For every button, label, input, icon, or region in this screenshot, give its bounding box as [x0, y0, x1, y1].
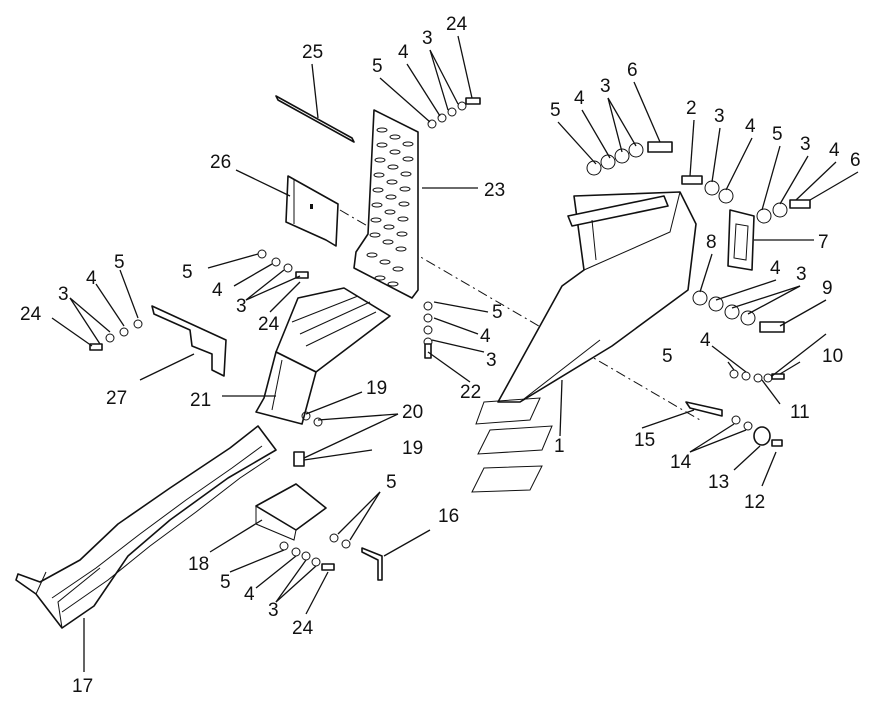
label-4: 4 [745, 116, 756, 137]
label-5: 5 [492, 302, 503, 323]
part-27-bracket [151, 305, 227, 377]
label-24: 24 [258, 314, 280, 335]
label-4: 4 [86, 268, 97, 289]
part-12-bolt [771, 439, 783, 447]
label-26: 26 [210, 152, 231, 173]
label-4: 4 [574, 88, 585, 109]
label-5: 5 [114, 252, 125, 273]
label-12: 12 [744, 492, 765, 513]
label-2: 2 [686, 98, 697, 119]
part-23-step-plate [353, 109, 419, 299]
label-24: 24 [20, 304, 42, 325]
label-5: 5 [550, 100, 561, 121]
label-3: 3 [58, 284, 69, 305]
label-19: 19 [402, 438, 423, 459]
label-5: 5 [772, 124, 783, 145]
label-4: 4 [244, 584, 255, 605]
label-20: 20 [402, 402, 423, 423]
part-18-bracket [255, 483, 327, 541]
label-1: 1 [554, 436, 565, 457]
label-3: 3 [236, 296, 247, 317]
label-4: 4 [700, 330, 711, 351]
part-1-frame [497, 191, 697, 403]
label-22: 22 [460, 382, 481, 403]
part-15-strip [685, 401, 723, 417]
part-26-bracket [285, 175, 339, 247]
label-4: 4 [398, 42, 409, 63]
label-3: 3 [486, 350, 497, 371]
label-4: 4 [770, 258, 781, 279]
label-3: 3 [422, 28, 433, 49]
label-13: 13 [708, 472, 729, 493]
label-4: 4 [480, 326, 491, 347]
label-11: 11 [790, 402, 810, 423]
label-17: 17 [72, 676, 93, 697]
label-18: 18 [188, 554, 209, 575]
label-23: 23 [484, 180, 505, 201]
label-19: 19 [366, 378, 387, 399]
callout-labels: 25 5 4 3 24 5 4 3 6 2 3 4 5 3 4 6 26 23 … [20, 14, 861, 697]
part-25-strip [275, 95, 355, 143]
label-24: 24 [446, 14, 468, 35]
label-9: 9 [822, 278, 833, 299]
label-3: 3 [800, 134, 811, 155]
part-7-plate [727, 209, 755, 271]
label-25: 25 [302, 42, 323, 63]
label-10: 10 [822, 346, 843, 367]
label-21: 21 [190, 390, 211, 411]
label-5: 5 [220, 572, 231, 593]
part-21-upper-step [255, 287, 391, 425]
part-13-bushing [753, 426, 771, 446]
label-7: 7 [818, 232, 829, 253]
label-6: 6 [627, 60, 638, 81]
part-17-stair [15, 425, 277, 629]
label-24: 24 [292, 618, 314, 639]
label-8: 8 [706, 232, 717, 253]
label-5: 5 [182, 262, 193, 283]
label-5: 5 [386, 472, 397, 493]
label-3: 3 [796, 264, 807, 285]
part-16-key [361, 547, 383, 581]
label-15: 15 [634, 430, 655, 451]
label-27: 27 [106, 388, 127, 409]
label-4: 4 [829, 140, 840, 161]
leader-lines [51, 35, 859, 672]
label-6: 6 [850, 150, 861, 171]
label-5: 5 [372, 56, 383, 77]
label-16: 16 [438, 506, 459, 527]
label-14: 14 [670, 452, 692, 473]
label-3: 3 [600, 76, 611, 97]
label-3: 3 [268, 600, 279, 621]
label-4: 4 [212, 280, 223, 301]
label-5: 5 [662, 346, 673, 367]
label-3: 3 [714, 106, 725, 127]
